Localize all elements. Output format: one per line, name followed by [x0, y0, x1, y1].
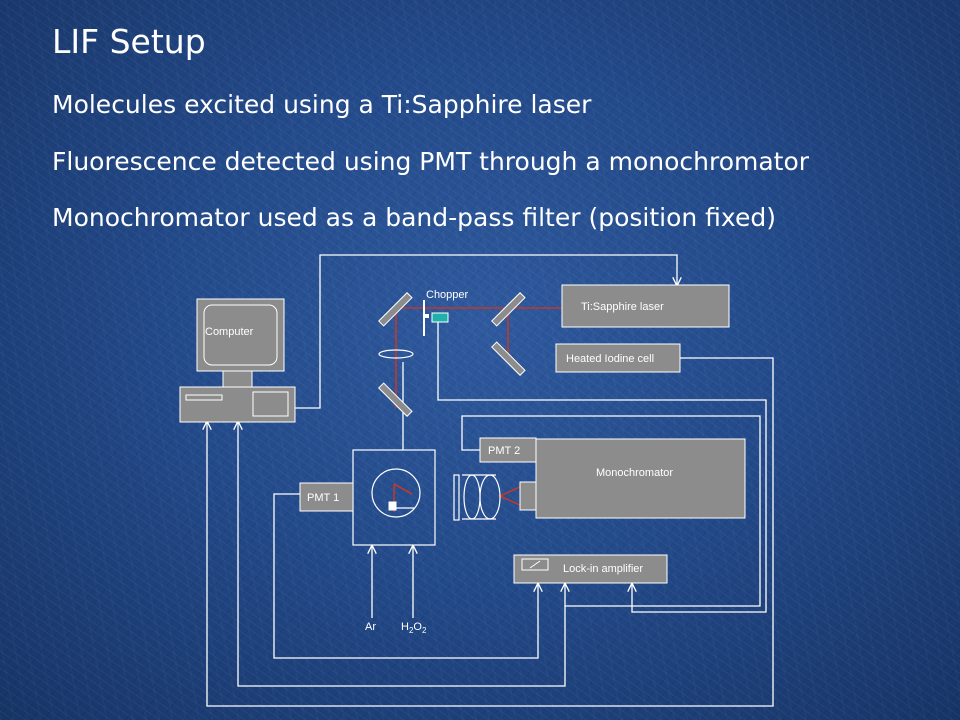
- pmt-1: [299, 482, 354, 512]
- monochromator-slit: [519, 481, 537, 511]
- focusing-lens: [378, 349, 414, 359]
- floppy-slot: [185, 394, 223, 401]
- wire-chopper-lockin: [437, 320, 767, 613]
- lockin-label: Lock-in amplifier: [563, 563, 643, 575]
- iodine-cell-label: Heated Iodine cell: [566, 353, 654, 365]
- mirrors: [378, 292, 526, 417]
- chopper-label: Chopper: [426, 289, 469, 301]
- bullet-1: Molecules excited using a Ti:Sapphire la…: [52, 90, 592, 119]
- h2o2-label: H2O2: [401, 621, 427, 635]
- laser-label: Ti:Sapphire laser: [581, 301, 664, 313]
- collection-optics: [453, 474, 501, 521]
- bullet-3: Monochromator used as a band-pass filter…: [52, 203, 776, 232]
- pmt1-label: PMT 1: [307, 492, 339, 504]
- iodine-cell: [555, 343, 681, 373]
- pmt-2: [479, 437, 537, 463]
- signal-wires: [207, 254, 774, 707]
- computer-stand: [222, 370, 253, 388]
- ti-sapphire-laser: [561, 284, 730, 328]
- drive-bay: [252, 391, 289, 417]
- wire-lockin-computer: [238, 422, 566, 687]
- computer-label: Computer: [205, 326, 254, 338]
- ar-label: Ar: [365, 621, 376, 633]
- wire-iodine-computer: [207, 357, 774, 707]
- pmt2-label: PMT 2: [488, 445, 520, 457]
- wire-computer-laser: [295, 254, 677, 409]
- bullet-2: Fluorescence detected using PMT through …: [52, 147, 810, 176]
- monochromator-label: Monochromator: [596, 467, 673, 479]
- slide-title: LIF Setup: [52, 22, 206, 61]
- wire-pmt1-lockin: [273, 493, 538, 659]
- chopper: Chopper: [423, 289, 469, 336]
- computer: Computer: [179, 298, 296, 423]
- monochromator: [535, 438, 746, 519]
